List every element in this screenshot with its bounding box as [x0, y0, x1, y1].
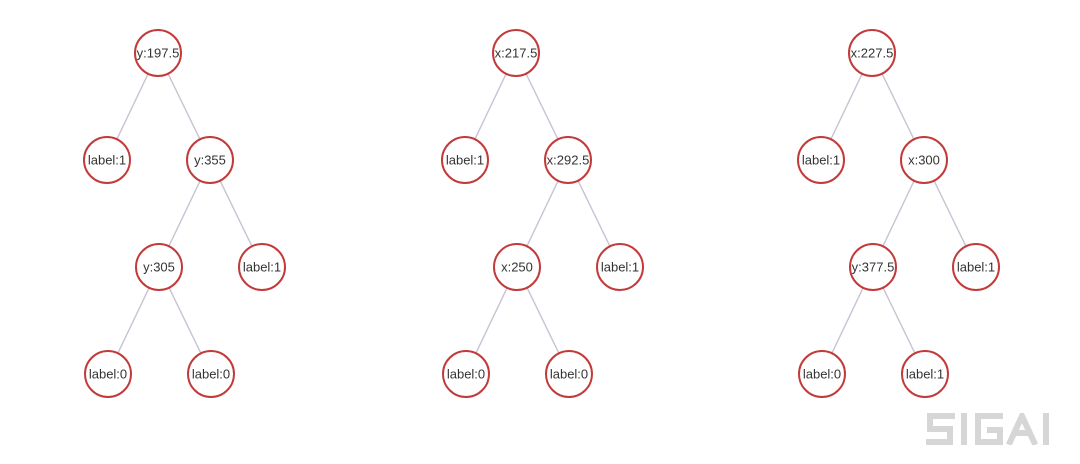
node-label: x:217.5 [495, 46, 538, 61]
tree-edge [881, 73, 915, 140]
node-label: label:0 [447, 367, 485, 382]
node-circle [442, 350, 490, 398]
node-circle [492, 29, 540, 77]
split-node: x:227.5 [848, 29, 896, 77]
node-circle [901, 350, 949, 398]
node-label: y:197.5 [137, 46, 180, 61]
tree-edge [882, 287, 916, 354]
leaf-node: label:1 [901, 350, 949, 398]
node-circle [135, 243, 183, 291]
node-label: x:292.5 [547, 153, 590, 168]
tree-edge [474, 73, 507, 140]
tree-edge [219, 180, 253, 247]
tree-edge [831, 287, 864, 354]
tree-2: x:217.5 label:1 x:292.5 x:250 label:0 label:0… [441, 29, 644, 398]
node-label: x:250 [501, 260, 533, 275]
leaf-node: label:1 [441, 136, 489, 184]
tree-edge [167, 73, 201, 140]
node-label: x:300 [908, 153, 940, 168]
node-circle [848, 29, 896, 77]
node-circle [900, 136, 948, 184]
split-node: x:300 [900, 136, 948, 184]
node-label: label:1 [802, 153, 840, 168]
sigai-watermark-logo [926, 413, 1049, 445]
node-label: y:355 [194, 153, 226, 168]
node-circle [493, 243, 541, 291]
leaf-node: label:0 [545, 350, 593, 398]
node-circle [596, 243, 644, 291]
tree-edge [116, 73, 149, 140]
split-node: y:377.5 [849, 243, 897, 291]
node-label: label:0 [803, 367, 841, 382]
tree-edge [577, 180, 611, 247]
node-label: x:227.5 [851, 46, 894, 61]
leaf-node: label:0 [442, 350, 490, 398]
tree-edge [117, 287, 150, 354]
node-label: label:1 [446, 153, 484, 168]
node-label: label:1 [601, 260, 639, 275]
split-node: x:292.5 [544, 136, 592, 184]
node-circle [798, 350, 846, 398]
node-label: label:0 [550, 367, 588, 382]
split-node: x:217.5 [492, 29, 540, 77]
node-circle [83, 136, 131, 184]
leaf-node: label:0 [798, 350, 846, 398]
split-node: y:355 [186, 136, 234, 184]
node-label: label:0 [192, 367, 230, 382]
split-node: x:250 [493, 243, 541, 291]
leaf-node: label:1 [596, 243, 644, 291]
node-circle [84, 350, 132, 398]
node-circle [187, 350, 235, 398]
tree-edge [933, 180, 967, 247]
node-circle [545, 350, 593, 398]
node-label: y:305 [143, 260, 175, 275]
tree-edge [882, 180, 915, 247]
node-circle [238, 243, 286, 291]
split-node: y:197.5 [134, 29, 182, 77]
leaf-node: label:0 [84, 350, 132, 398]
tree-edge [830, 73, 863, 140]
leaf-node: label:1 [797, 136, 845, 184]
tree-edge [475, 287, 508, 354]
split-node: y:305 [135, 243, 183, 291]
node-circle [797, 136, 845, 184]
tree-edge [168, 180, 201, 247]
node-circle [849, 243, 897, 291]
node-label: label:1 [957, 260, 995, 275]
node-circle [952, 243, 1000, 291]
leaf-node: label:1 [238, 243, 286, 291]
tree-1: y:197.5 label:1 y:355 y:305 label:0 label:0 la… [83, 29, 286, 398]
leaf-node: label:0 [187, 350, 235, 398]
node-label: label:1 [906, 367, 944, 382]
leaf-node: label:1 [83, 136, 131, 184]
node-circle [134, 29, 182, 77]
tree-3: x:227.5 label:1 x:300 y:377.5 label:0 label:1… [797, 29, 1000, 398]
tree-edge [168, 287, 202, 354]
leaf-node: label:1 [952, 243, 1000, 291]
node-label: label:0 [89, 367, 127, 382]
tree-edge [526, 287, 560, 354]
node-circle [186, 136, 234, 184]
node-label: label:1 [243, 260, 281, 275]
node-circle [544, 136, 592, 184]
node-circle [441, 136, 489, 184]
tree-edge [525, 73, 559, 140]
node-label: y:377.5 [852, 260, 895, 275]
node-label: label:1 [88, 153, 126, 168]
tree-edge [526, 180, 559, 247]
